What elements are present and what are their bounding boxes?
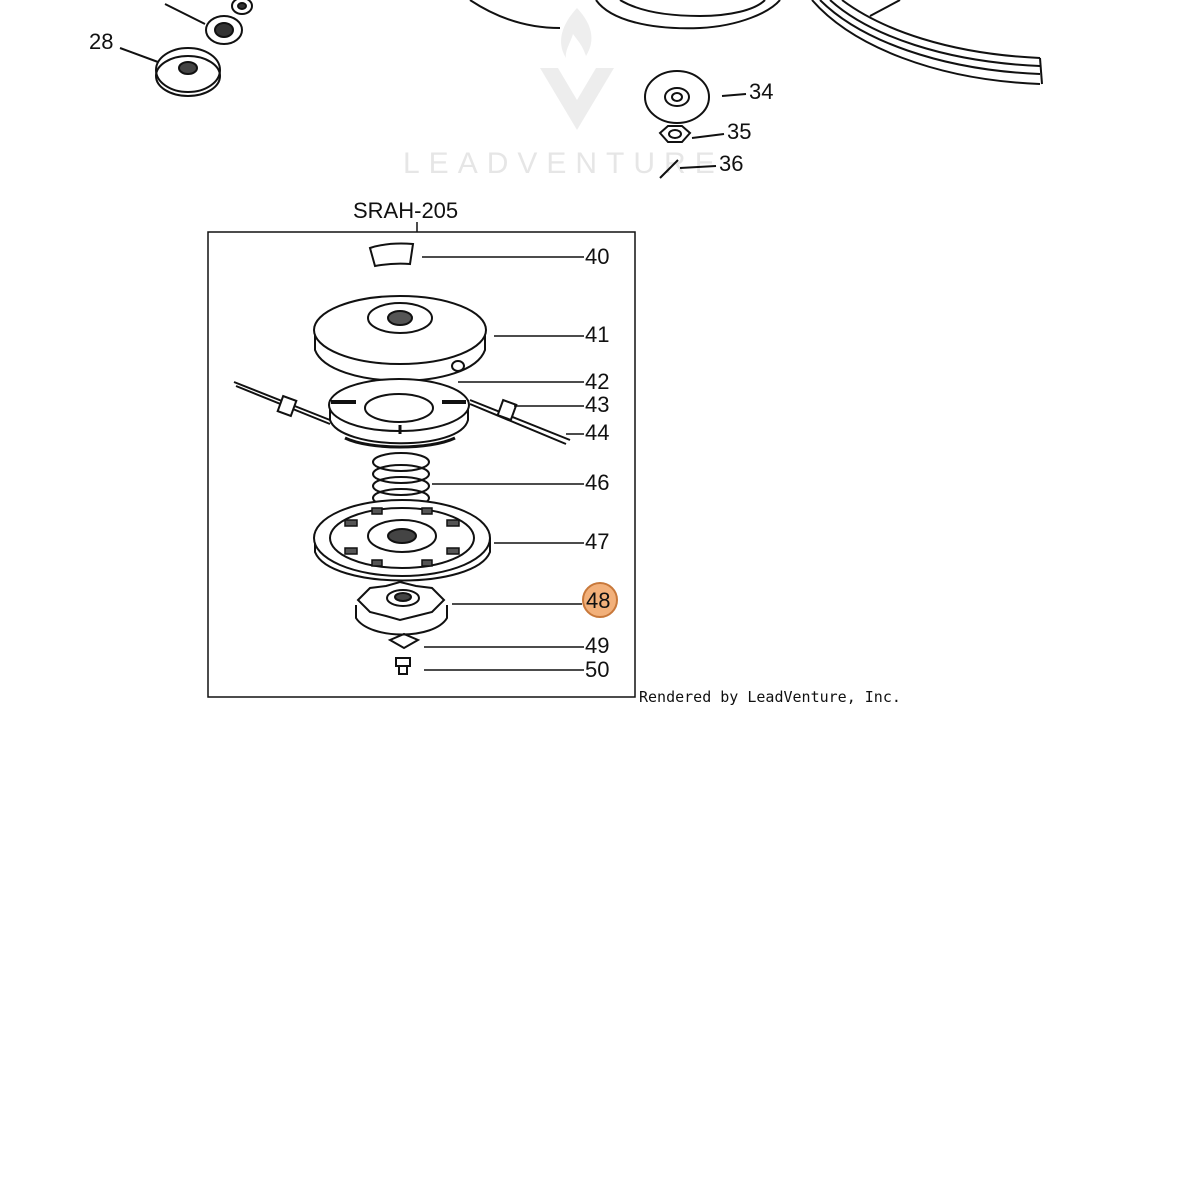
callout-46[interactable]: 46 [585, 470, 609, 495]
part-46-shape [372, 452, 430, 508]
watermark-logo-icon [540, 68, 614, 130]
watermark-flame-icon [561, 8, 592, 58]
callout-48[interactable]: 48 [586, 588, 610, 613]
watermark: LEADVENTURE [403, 8, 715, 180]
part-35-shape [658, 125, 692, 143]
render-credit: Rendered by LeadVenture, Inc. [639, 688, 901, 706]
seal-part [205, 0, 253, 45]
part-49-shape [387, 632, 421, 650]
part-41-shape [313, 295, 487, 382]
callout-42[interactable]: 42 [585, 369, 609, 394]
callout-43[interactable]: 43 [585, 392, 609, 417]
upper-parts [119, 0, 1043, 179]
highlight-marker [582, 582, 618, 618]
assembly-frame [207, 231, 636, 698]
part-50-shape [395, 657, 411, 675]
leader-lines [422, 256, 584, 671]
part-34-shape [644, 70, 710, 124]
callout-36[interactable]: 36 [719, 151, 743, 176]
assembly-title: SRAH-205 [353, 198, 458, 223]
callout-35[interactable]: 35 [727, 119, 751, 144]
callout-40[interactable]: 40 [585, 244, 609, 269]
callout-28[interactable]: 28 [89, 29, 113, 54]
callout-47[interactable]: 47 [585, 529, 609, 554]
callout-41[interactable]: 41 [585, 322, 609, 347]
callout-34[interactable]: 34 [749, 79, 773, 104]
part-28-shape [155, 47, 221, 97]
callout-49[interactable]: 49 [585, 633, 609, 658]
part-36-shape [659, 159, 679, 179]
callout-44[interactable]: 44 [585, 420, 609, 445]
callout-50[interactable]: 50 [585, 657, 609, 682]
part-42-44-shape [233, 378, 571, 449]
part-47-shape [313, 499, 491, 582]
assembly-parts [233, 242, 571, 675]
part-48-shape [355, 580, 448, 636]
part-40-shape [368, 242, 415, 268]
